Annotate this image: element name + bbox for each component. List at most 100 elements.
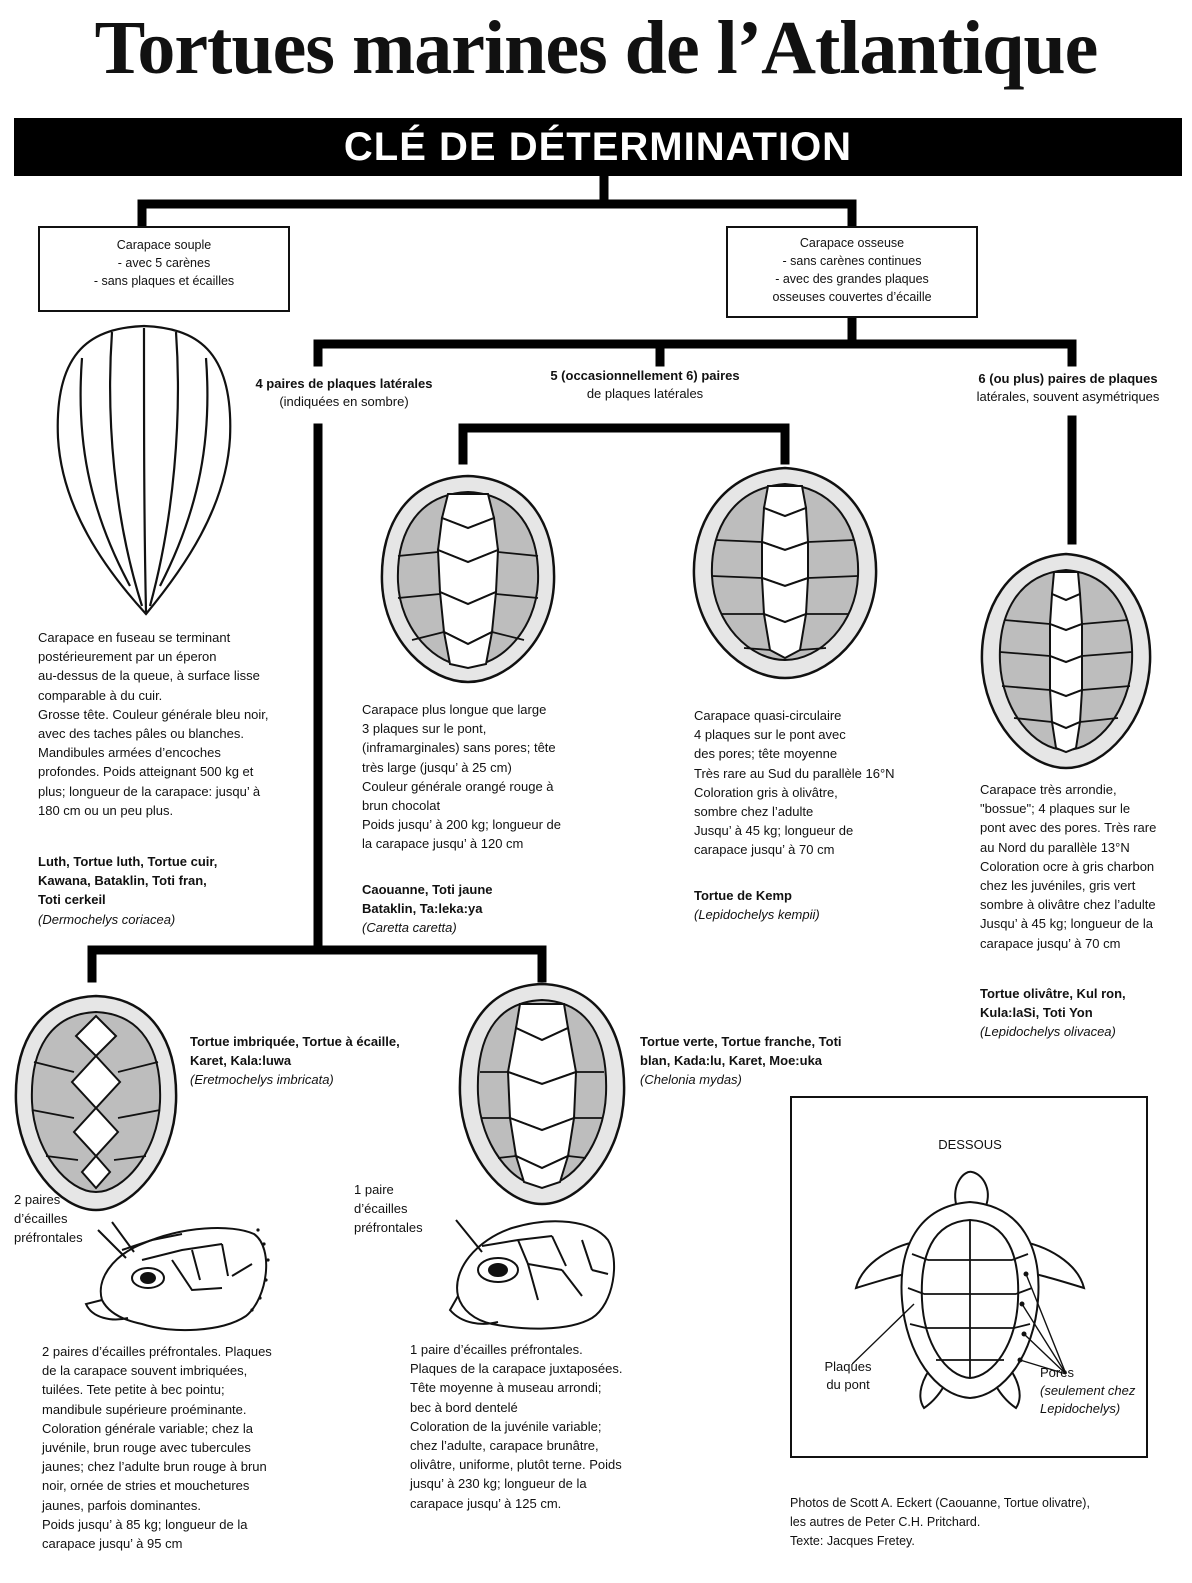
desc-line: Jusqu’ à 45 kg; longueur de la <box>980 914 1190 933</box>
branch-5-pairs: 5 (occasionnellement 6) paires de plaque… <box>510 367 780 403</box>
desc-line: jaunes; chez l’adulte brun rouge à brun <box>42 1457 332 1476</box>
scientific-name: (Chelonia mydas) <box>640 1070 900 1089</box>
scientific-name: (Eretmochelys imbricata) <box>190 1070 450 1089</box>
desc-line: Couleur générale orangé rouge à <box>362 777 602 796</box>
loggerhead-names: Caouanne, Toti jaune Bataklin, Ta:leka:y… <box>362 880 602 938</box>
desc-line: Jusqu’ à 45 kg; longueur de <box>694 821 934 840</box>
soft-shell-box: Carapace souple - avec 5 carènes - sans … <box>38 226 290 312</box>
desc-line: tuilées. Tete petite à bec pointu; <box>42 1380 332 1399</box>
branch-6-pairs: 6 (ou plus) paires de plaques latérales,… <box>944 370 1192 406</box>
desc-line: Carapace en fuseau se terminant <box>38 628 308 647</box>
bony-shell-line: - sans carènes continues <box>732 252 972 270</box>
scale-label-line: d’écailles <box>354 1199 454 1218</box>
desc-line: "bossue"; 4 plaques sur le <box>980 799 1190 818</box>
bony-shell-line: Carapace osseuse <box>732 234 972 252</box>
pores-note-line: (seulement chez <box>1040 1382 1160 1400</box>
loggerhead-carapace-illustration <box>376 472 560 686</box>
desc-line: plus; longueur de la carapace: jusqu’ à <box>38 782 308 801</box>
desc-line: postérieurement par un éperon <box>38 647 308 666</box>
credit-line: Texte: Jacques Fretey. <box>790 1532 1190 1551</box>
desc-line: pont avec des pores. Très rare <box>980 818 1190 837</box>
desc-line: jusqu’ à 230 kg; longueur de la <box>410 1474 680 1493</box>
scale-label-line: préfrontales <box>14 1228 114 1247</box>
desc-line: brun chocolat <box>362 796 602 815</box>
common-name-line: Tortue de Kemp <box>694 886 934 905</box>
desc-line: Plaques de la carapace juxtaposées. <box>410 1359 680 1378</box>
desc-line: (inframarginales) sans pores; tête <box>362 738 602 757</box>
desc-line: Poids jusqu’ à 200 kg; longueur de <box>362 815 602 834</box>
green-turtle-description: 1 paire d’écailles préfrontales. Plaques… <box>410 1340 680 1513</box>
green-turtle-names: Tortue verte, Tortue franche, Toti blan,… <box>640 1032 900 1090</box>
common-name-line: Kawana, Bataklin, Toti fran, <box>38 871 308 890</box>
desc-line: Très rare au Sud du parallèle 16°N <box>694 764 934 783</box>
soft-shell-line: - avec 5 carènes <box>44 254 284 272</box>
branch-6-note: latérales, souvent asymétriques <box>944 388 1192 406</box>
photo-credits: Photos de Scott A. Eckert (Caouanne, Tor… <box>790 1494 1190 1552</box>
leatherback-names: Luth, Tortue luth, Tortue cuir, Kawana, … <box>38 852 308 929</box>
desc-line: carapace jusqu’ à 95 cm <box>42 1534 332 1553</box>
branch-5-note: de plaques latérales <box>510 385 780 403</box>
desc-line: carapace jusqu’ à 70 cm <box>980 934 1190 953</box>
scale-label-line: 1 paire <box>354 1180 454 1199</box>
desc-line: carapace jusqu’ à 70 cm <box>694 840 934 859</box>
branch-5-bold: 5 (occasionnellement 6) paires <box>510 367 780 385</box>
common-name-line: Luth, Tortue luth, Tortue cuir, <box>38 852 308 871</box>
common-name-line: blan, Kada:lu, Karet, Moe:uka <box>640 1051 900 1070</box>
common-name-line: Tortue olivâtre, Kul ron, <box>980 984 1190 1003</box>
desc-line: de la carapace souvent imbriquées, <box>42 1361 332 1380</box>
pores-note-line: Lepidochelys) <box>1040 1400 1160 1418</box>
desc-line: carapace jusqu’ à 125 cm. <box>410 1494 680 1513</box>
common-name-line: Tortue verte, Tortue franche, Toti <box>640 1032 900 1051</box>
desc-line: Coloration ocre à gris charbon <box>980 857 1190 876</box>
underside-title: DESSOUS <box>910 1136 1030 1154</box>
desc-line: chez les juvéniles, gris vert <box>980 876 1190 895</box>
common-name-line: Toti cerkeil <box>38 890 308 909</box>
desc-line: 2 paires d’écailles préfrontales. Plaque… <box>42 1342 332 1361</box>
common-name-line: Tortue imbriquée, Tortue à écaille, <box>190 1032 450 1051</box>
kemp-carapace-illustration <box>688 464 882 684</box>
desc-line: Tête moyenne à museau arrondi; <box>410 1378 680 1397</box>
bony-shell-line: osseuses couvertes d’écaille <box>732 288 972 306</box>
desc-line: noir, ornée de stries et mouchetures <box>42 1476 332 1495</box>
desc-line: jaunes, parfois dominantes. <box>42 1496 332 1515</box>
scientific-name: (Lepidochelys kempii) <box>694 905 934 924</box>
desc-line: Carapace quasi-circulaire <box>694 706 934 725</box>
olive-ridley-carapace-illustration <box>976 550 1156 772</box>
desc-line: Poids jusqu’ à 85 kg; longueur de la <box>42 1515 332 1534</box>
desc-line: mandibule supérieure proéminante. <box>42 1400 332 1419</box>
desc-line: sombre à olivâtre chez l’adulte <box>980 895 1190 914</box>
desc-line: 1 paire d’écailles préfrontales. <box>410 1340 680 1359</box>
branch-4-bold: 4 paires de plaques latérales <box>228 375 460 393</box>
branch-4-note: (indiquées en sombre) <box>228 393 460 411</box>
plastron-label-line: du pont <box>808 1376 888 1394</box>
desc-line: 3 plaques sur le pont, <box>362 719 602 738</box>
desc-line: avec des taches pâles ou blanches. <box>38 724 308 743</box>
green-turtle-carapace-illustration <box>454 980 630 1208</box>
common-name-line: Kula:laSi, Toti Yon <box>980 1003 1190 1022</box>
common-name-line: Bataklin, Ta:leka:ya <box>362 899 602 918</box>
kemp-names: Tortue de Kemp (Lepidochelys kempii) <box>694 886 934 924</box>
scientific-name: (Lepidochelys olivacea) <box>980 1022 1190 1041</box>
hawksbill-scale-label: 2 paires d’écailles préfrontales <box>14 1190 114 1248</box>
desc-line: olivâtre, uniforme, plutôt terne. Poids <box>410 1455 680 1474</box>
kemp-description: Carapace quasi-circulaire 4 plaques sur … <box>694 706 934 860</box>
desc-line: comparable à du cuir. <box>38 686 308 705</box>
common-name-line: Karet, Kala:luwa <box>190 1051 450 1070</box>
desc-line: des pores; tête moyenne <box>694 744 934 763</box>
credit-line: Photos de Scott A. Eckert (Caouanne, Tor… <box>790 1494 1190 1513</box>
leatherback-carapace-illustration <box>44 318 244 618</box>
bony-shell-box: Carapace osseuse - sans carènes continue… <box>726 226 978 318</box>
hawksbill-description: 2 paires d’écailles préfrontales. Plaque… <box>42 1342 332 1553</box>
desc-line: sombre chez l’adulte <box>694 802 934 821</box>
desc-line: Coloration de la juvénile variable; <box>410 1417 680 1436</box>
green-turtle-head-illustration <box>442 1200 622 1336</box>
olive-ridley-description: Carapace très arrondie, "bossue"; 4 plaq… <box>980 780 1190 953</box>
scale-label-line: 2 paires <box>14 1190 114 1209</box>
branch-6-bold: 6 (ou plus) paires de plaques <box>944 370 1192 388</box>
hawksbill-carapace-illustration <box>12 992 180 1214</box>
scientific-name: (Dermochelys coriacea) <box>38 910 308 929</box>
credit-line: les autres de Peter C.H. Pritchard. <box>790 1513 1190 1532</box>
desc-line: Carapace très arrondie, <box>980 780 1190 799</box>
desc-line: au-dessus de la queue, à surface lisse <box>38 666 308 685</box>
